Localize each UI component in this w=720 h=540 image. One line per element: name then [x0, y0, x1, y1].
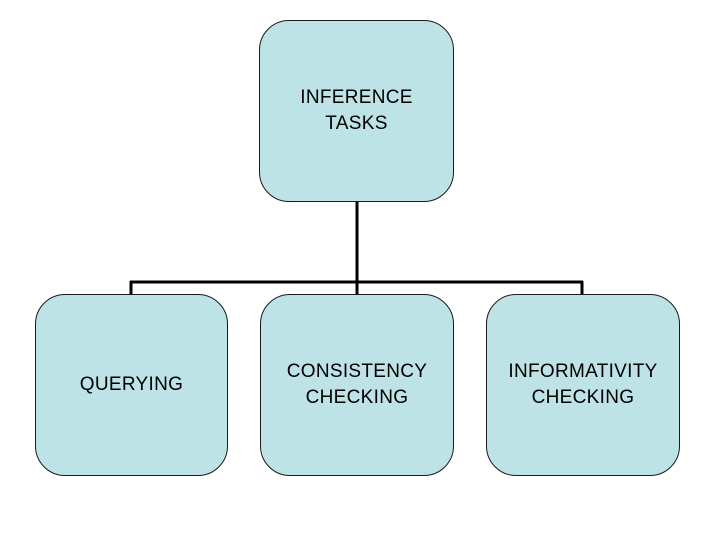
root-node-label: INFERENCE TASKS [300, 87, 413, 134]
root-node-inference-tasks: INFERENCE TASKS [259, 20, 454, 202]
child-node-label: QUERYING [79, 374, 184, 395]
child-node-informativity-checking: INFORMATIVITY CHECKING [486, 294, 680, 476]
child-node-label: INFORMATIVITY CHECKING [508, 361, 658, 408]
child-node-querying: QUERYING [35, 294, 228, 476]
child-node-label: CONSISTENCY CHECKING [286, 361, 428, 408]
child-node-consistency-checking: CONSISTENCY CHECKING [260, 294, 454, 476]
